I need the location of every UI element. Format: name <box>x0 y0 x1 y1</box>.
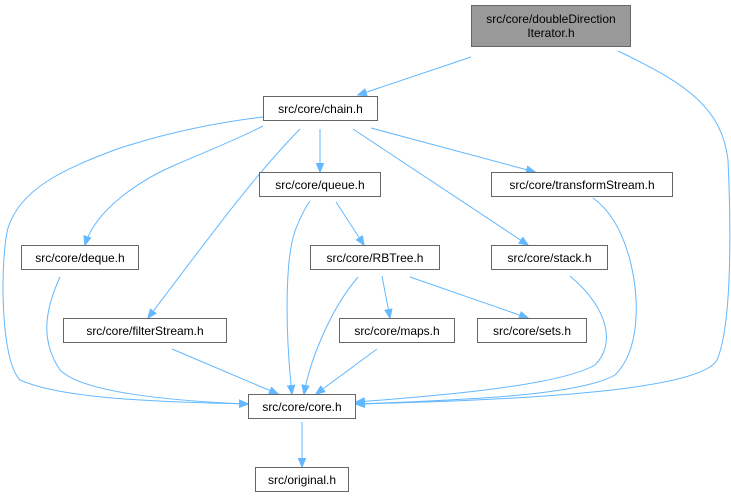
node-label-line: src/core/doubleDirection <box>486 12 616 26</box>
edge-stack-to-chain <box>352 128 528 245</box>
node-label: src/core/deque.h <box>35 250 125 265</box>
edge-core-to-transform-stream <box>356 197 637 404</box>
node-chain[interactable]: src/core/chain.h <box>263 96 378 121</box>
node-label: src/core/sets.h <box>492 323 572 338</box>
node-label: src/core/core.h <box>262 399 342 414</box>
edge-core-to-deque <box>46 276 248 404</box>
node-core[interactable]: src/core/core.h <box>248 394 356 419</box>
node-label: src/core/stack.h <box>507 250 592 265</box>
node-sets[interactable]: src/core/sets.h <box>477 318 587 343</box>
node-label: src/original.h <box>267 472 337 487</box>
edge-rbtree-to-queue <box>335 201 364 245</box>
node-transform-stream[interactable]: src/core/transformStream.h <box>491 172 673 197</box>
node-original[interactable]: src/original.h <box>255 467 349 492</box>
edge-core-to-chain <box>2 116 264 404</box>
node-double-direction-iterator: src/core/doubleDirection Iterator.h <box>471 5 631 47</box>
node-deque[interactable]: src/core/deque.h <box>21 245 139 270</box>
node-maps[interactable]: src/core/maps.h <box>339 318 455 343</box>
edge-core-to-rbtree <box>304 276 359 394</box>
edge-transform-stream-to-chain <box>370 127 535 172</box>
edge-core-to-maps <box>316 348 378 394</box>
node-label-line: Iterator.h <box>527 26 575 40</box>
node-label: src/core/RBTree.h <box>326 250 424 265</box>
edge-core-to-stack <box>356 275 607 402</box>
node-label: src/core/maps.h <box>354 323 440 338</box>
node-rbtree[interactable]: src/core/RBTree.h <box>310 245 440 270</box>
node-filter-stream[interactable]: src/core/filterStream.h <box>63 318 227 343</box>
edge-maps-to-rbtree <box>381 275 390 318</box>
node-stack[interactable]: src/core/stack.h <box>491 245 608 270</box>
node-label: src/core/chain.h <box>278 101 363 116</box>
node-label: src/core/queue.h <box>275 177 365 192</box>
node-queue[interactable]: src/core/queue.h <box>259 172 381 197</box>
edge-chain-to-double-direction-iterator <box>358 56 472 95</box>
edge-core-to-filter-stream <box>171 348 278 394</box>
edge-core-to-double-direction-iterator <box>356 50 731 404</box>
node-label: src/core/transformStream.h <box>509 177 655 192</box>
edge-core-to-queue <box>286 200 311 394</box>
edge-sets-to-rbtree <box>409 276 528 318</box>
edge-filter-stream-to-chain <box>148 128 301 318</box>
node-label: src/core/filterStream.h <box>86 323 204 338</box>
edge-deque-to-chain <box>85 125 264 245</box>
